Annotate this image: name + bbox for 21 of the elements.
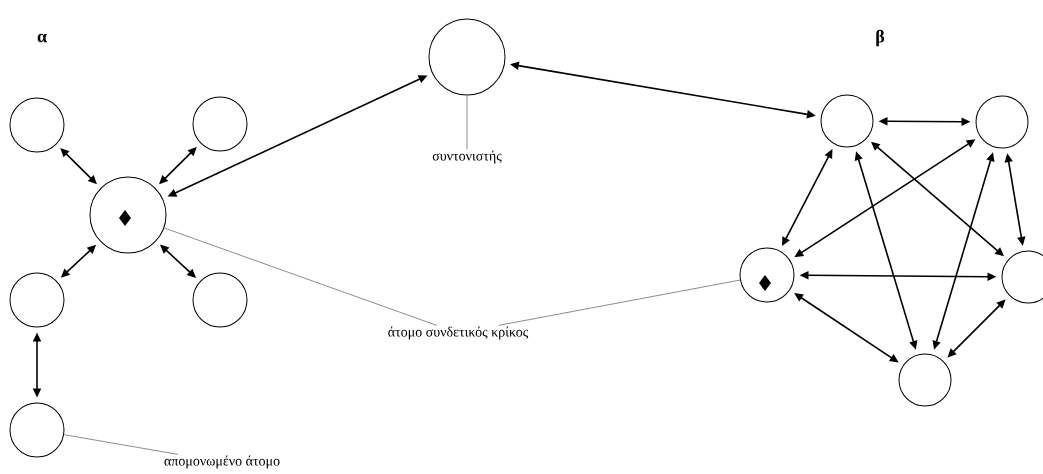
circle-node xyxy=(739,247,795,303)
circle-node xyxy=(820,94,874,148)
leader-line xyxy=(466,95,468,150)
circle-node xyxy=(9,272,65,328)
leader-line xyxy=(63,434,179,455)
arrow xyxy=(947,299,1006,358)
circle-node xyxy=(89,176,167,254)
node-label: συντονιστής xyxy=(432,150,502,164)
circle-node xyxy=(9,97,65,153)
leader-line xyxy=(498,279,741,326)
circle-node xyxy=(9,402,65,458)
circle-node xyxy=(192,272,248,328)
circle-node xyxy=(975,95,1029,149)
panel-letter: α xyxy=(37,33,47,43)
node-label: άτομο συνδετικός κρίκος xyxy=(388,326,529,340)
panel-letter: β xyxy=(876,29,885,47)
circle-node xyxy=(192,96,248,152)
leader-line xyxy=(163,227,438,326)
node-label: απομονωμένο άτομο xyxy=(164,455,280,469)
circle-node xyxy=(898,353,952,407)
circle-node xyxy=(428,18,506,96)
